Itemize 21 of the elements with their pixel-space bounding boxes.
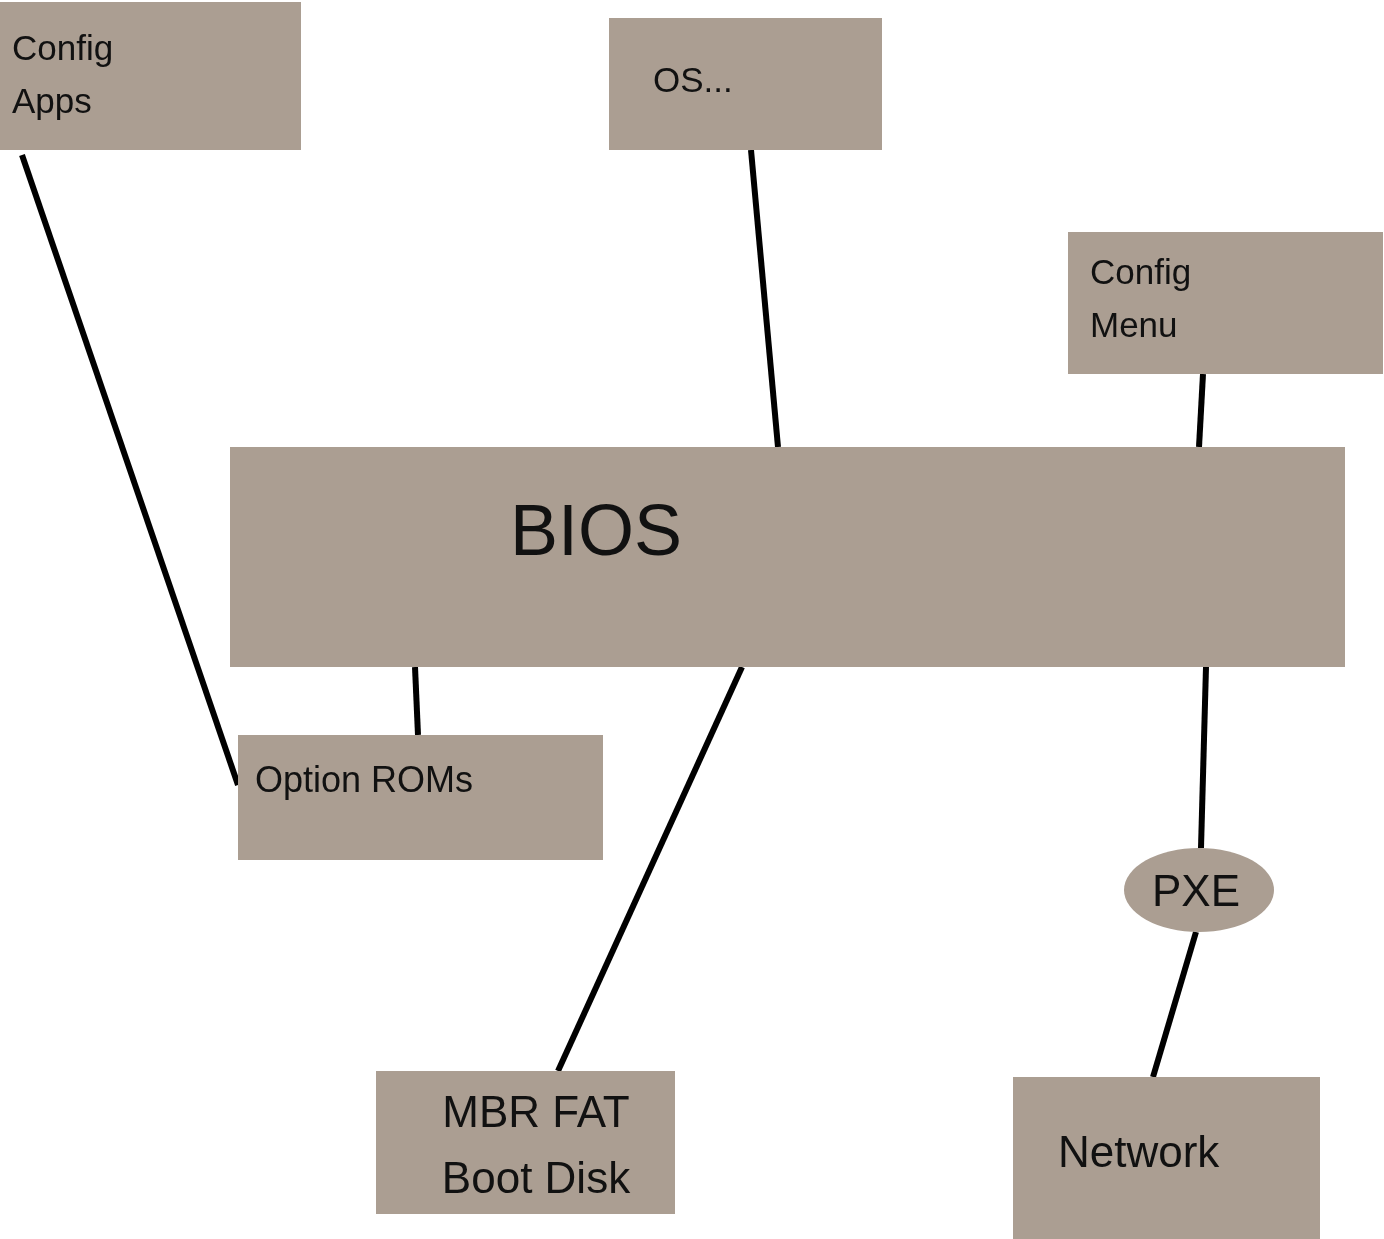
process-box xyxy=(1068,232,1383,374)
connector-line xyxy=(555,665,745,1073)
connector-line xyxy=(748,149,781,448)
node-label: OS... xyxy=(653,59,734,101)
node-label: BIOS xyxy=(510,489,684,572)
node-label: Config Apps xyxy=(12,27,115,122)
process-box xyxy=(230,447,1345,667)
connector-line xyxy=(1196,373,1206,448)
process-box xyxy=(238,735,603,860)
process-box xyxy=(1013,1077,1320,1239)
connector-line xyxy=(1198,666,1209,849)
process-box xyxy=(0,2,301,150)
node-label: PXE xyxy=(1152,865,1242,917)
connector-line xyxy=(412,666,421,736)
node-label: Network xyxy=(1058,1126,1221,1178)
connector-line xyxy=(1150,931,1199,1078)
node-label: Option ROMs xyxy=(255,758,475,802)
node-label: MBR FAT Boot Disk xyxy=(440,1086,632,1204)
node-label: Config Menu xyxy=(1090,251,1193,346)
process-box xyxy=(609,18,882,150)
process-box xyxy=(376,1071,675,1214)
